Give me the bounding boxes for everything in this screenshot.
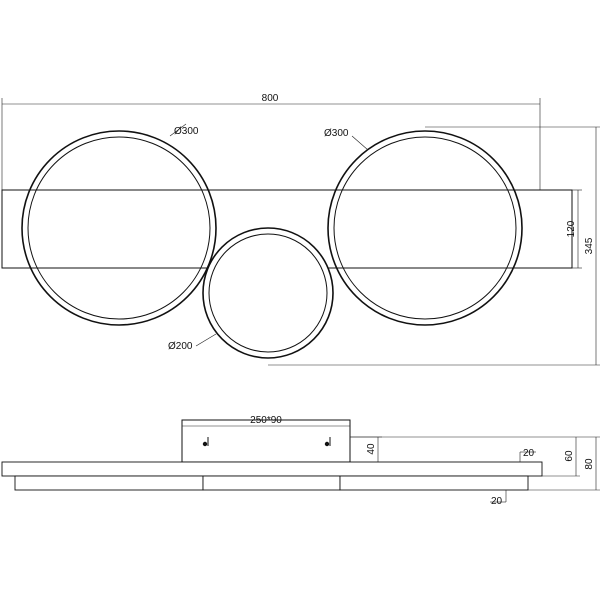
canopy-height-dimension: 40 — [350, 436, 382, 462]
leader-line — [169, 123, 187, 137]
ring-large-left — [21, 130, 217, 326]
ring-small-diameter-label: Ø200 — [168, 341, 193, 352]
canopy: 250*90 — [181, 415, 351, 463]
frame-thickness-label: 20 — [523, 448, 535, 459]
width-dimension: 800 — [1, 93, 541, 190]
canopy-size-label: 250*90 — [250, 415, 282, 426]
ring-left-diameter-label: Ø300 — [174, 126, 199, 137]
depth-label: 345 — [584, 237, 595, 254]
ring-thickness-label: 20 — [491, 496, 503, 507]
bar-height-label: 120 — [566, 220, 577, 237]
frame-thickness-dimension: 20 — [519, 448, 536, 462]
ring-small-center — [202, 227, 334, 359]
screw-icon — [202, 437, 209, 447]
leader-line — [351, 135, 369, 151]
side-view: 250*90 40 — [1, 415, 600, 507]
bar-height-dimension: 120 — [566, 189, 582, 269]
ring-large-right — [327, 130, 523, 326]
total-height-dimension: 80 — [528, 436, 600, 491]
depth-dimension: 345 — [268, 126, 600, 366]
total-height-label: 80 — [584, 458, 595, 470]
fixture-height-label: 60 — [564, 450, 575, 462]
ring-bodies — [14, 475, 529, 491]
ring-thickness-dimension: 20 — [490, 490, 507, 507]
fixture-height-dimension: 60 — [350, 436, 580, 477]
frame-plate — [1, 461, 543, 477]
screw-icon — [324, 437, 331, 447]
ring-right-diameter-label: Ø300 — [324, 128, 349, 139]
canopy-height-label: 40 — [366, 443, 377, 455]
top-view: 800 Ø300 Ø300 — [1, 93, 600, 366]
leader-line — [195, 333, 217, 347]
width-label: 800 — [262, 93, 279, 104]
